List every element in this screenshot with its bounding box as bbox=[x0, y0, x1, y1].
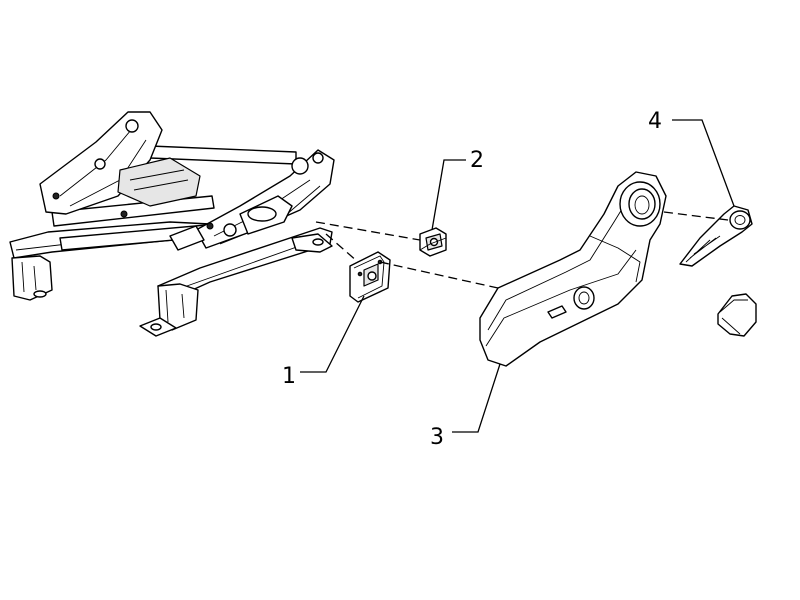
cap-part bbox=[717, 293, 757, 337]
callout-2: 2 bbox=[470, 148, 484, 173]
seat-track-frame-assembly bbox=[9, 111, 335, 337]
assembly-lines bbox=[315, 211, 729, 289]
part-3-side-shield bbox=[479, 171, 667, 367]
part-4-recliner-handle bbox=[679, 205, 753, 267]
callout-3: 3 bbox=[430, 425, 444, 450]
leader-lines bbox=[300, 119, 735, 433]
part-1-switch bbox=[349, 251, 391, 303]
part-2-connector bbox=[419, 227, 447, 257]
callout-4: 4 bbox=[648, 109, 662, 134]
callout-1: 1 bbox=[282, 364, 296, 389]
